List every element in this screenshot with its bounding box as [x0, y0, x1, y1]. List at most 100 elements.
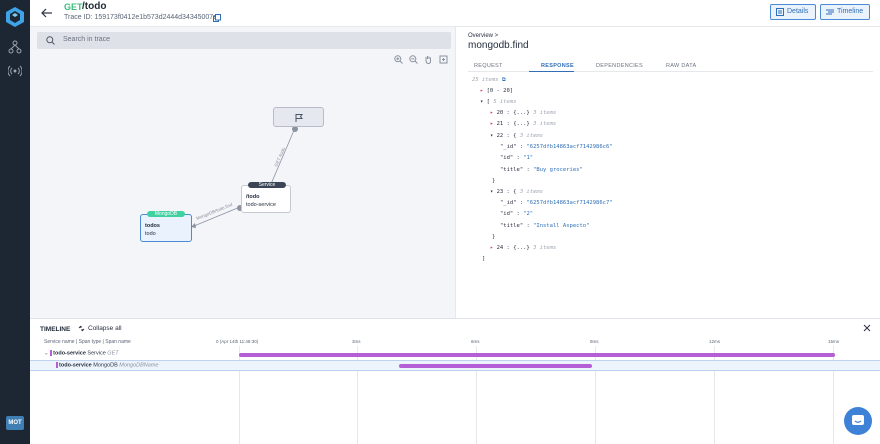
json-item-21[interactable]: ▸ 21 : {...} 3 items [490, 121, 557, 127]
json-index: 22 [496, 133, 504, 139]
chevron-down-icon[interactable]: ⌄ [44, 350, 49, 357]
span-color-marker [56, 362, 58, 368]
http-method: GET [64, 2, 83, 12]
json-item-24[interactable]: ▸ 24 : {...} 3 items [490, 245, 557, 251]
edge-label-mongo: MongoDB/todo.find [196, 202, 234, 221]
service-node-subtitle: todo-service [246, 202, 276, 208]
details-button[interactable]: Details [770, 4, 816, 20]
back-arrow-icon[interactable] [40, 6, 54, 20]
json-index: 20 [496, 110, 504, 116]
json-meta: 3 items [519, 133, 543, 139]
timeline-gridline [714, 346, 715, 444]
tab-raw-data[interactable]: RAW DATA [666, 63, 697, 69]
json-brace: } [492, 178, 496, 184]
zoom-out-icon[interactable] [409, 55, 418, 64]
timeline-gridline [476, 346, 477, 444]
pan-hand-icon[interactable] [424, 55, 433, 64]
live-flow-icon[interactable] [8, 64, 22, 78]
left-nav-rail: MOT [0, 0, 30, 444]
search-icon [46, 36, 55, 45]
json-item-23[interactable]: ▾ 23 : { 3 items [490, 189, 543, 195]
timeline-button[interactable]: Timeline [820, 4, 870, 20]
user-avatar[interactable]: MOT [6, 416, 24, 430]
json-field: "id" : "1" [500, 155, 534, 161]
mongodb-node-subtitle: todo [145, 231, 156, 237]
json-index: 21 [496, 121, 504, 127]
timeline-icon [826, 9, 834, 15]
json-range-row[interactable]: ▸ [0 - 20] [480, 88, 514, 94]
service-map-icon[interactable] [8, 40, 22, 54]
aspecto-logo-icon[interactable] [6, 7, 24, 27]
close-icon[interactable] [863, 324, 871, 332]
row-span-type: MongoDB [93, 362, 118, 369]
timeline-row-mongodb[interactable]: todo-service MongoDB MongoDBName [56, 362, 158, 368]
chat-support-button[interactable] [844, 407, 872, 435]
search-placeholder: Search in trace [63, 36, 111, 43]
json-range: [0 - 20] [486, 88, 514, 94]
json-brace: } [492, 234, 496, 240]
tab-response[interactable]: RESPONSE [541, 63, 574, 69]
json-field: "id" : "2" [500, 211, 534, 217]
timeline-tick: 0 (Apr 14th 11:48:30) [216, 339, 259, 344]
json-meta: 3 items [533, 245, 557, 251]
details-tabs: REQUEST RESPONSE DEPENDENCIES RAW DATA [468, 61, 873, 72]
span-details-panel: Overview > mongodb.find REQUEST RESPONSE… [455, 27, 880, 318]
json-collapsed: {...} [513, 110, 530, 116]
service-node[interactable]: Service /todo todo-service [241, 182, 291, 213]
json-item-22[interactable]: ▾ 22 : { 3 items [490, 133, 543, 139]
flag-icon [295, 114, 303, 122]
timeline-row-service[interactable]: ⌄ todo-service Service GET [44, 350, 119, 356]
page-title: /todo [82, 1, 107, 12]
mongodb-node-tag: MongoDB [147, 211, 185, 217]
breadcrumb[interactable]: Overview > [468, 33, 499, 39]
timeline-tick: 6ms [471, 339, 480, 344]
timeline-label: Timeline [837, 8, 864, 15]
json-array-meta: 5 items [493, 99, 517, 105]
collapse-all-label: Collapse all [88, 325, 122, 333]
json-collapsed: {...} [513, 245, 530, 251]
span-bar-service[interactable] [239, 353, 835, 357]
timeline-gridline [357, 346, 358, 444]
tab-request[interactable]: REQUEST [474, 63, 503, 69]
zoom-in-icon[interactable] [394, 55, 403, 64]
json-brace: ] [482, 256, 486, 262]
edge-service-mongo [193, 206, 241, 227]
json-item-20[interactable]: ▸ 20 : {...} 3 items [490, 110, 557, 116]
json-index: 23 [496, 189, 504, 195]
fit-view-icon[interactable] [439, 55, 448, 64]
mongodb-node-title: todos [145, 223, 160, 229]
json-copy-icon[interactable]: ⧉ [501, 77, 506, 83]
row-span-name: MongoDBName [119, 362, 159, 369]
span-title: mongodb.find [468, 40, 529, 51]
copy-icon[interactable] [213, 14, 221, 22]
search-input[interactable]: Search in trace [37, 32, 451, 49]
active-tab-indicator [529, 71, 574, 72]
graph-edges: GET /todo MongoDB/todo.find [191, 126, 298, 228]
chat-icon [852, 415, 864, 425]
timeline-panel: TIMELINE Collapse all Service name | Spa… [30, 318, 880, 444]
timeline-tick: 12ms [709, 339, 721, 344]
trace-header: GET /todo Trace ID: 159173f0412e1b573d24… [30, 0, 880, 27]
tab-dependencies[interactable]: DEPENDENCIES [596, 63, 643, 69]
timeline-gridline [833, 346, 834, 444]
root-node[interactable] [273, 107, 324, 127]
timeline-tick: 9ms [590, 339, 599, 344]
collapse-icon [78, 325, 85, 332]
span-bar-mongodb[interactable] [399, 364, 592, 368]
mongodb-node[interactable]: MongoDB todos todo [140, 211, 192, 242]
row-span-name: GET [107, 350, 119, 357]
collapse-all-button[interactable]: Collapse all [78, 325, 122, 332]
json-array-row[interactable]: ▾ [ 5 items [480, 99, 517, 105]
edge-mongo-arrow [191, 223, 196, 228]
json-index: 24 [496, 245, 504, 251]
json-meta: 3 items [519, 189, 543, 195]
span-color-marker [50, 350, 52, 356]
timeline-title: TIMELINE [40, 326, 71, 333]
service-node-title: /todo [246, 194, 260, 200]
json-field: "_id" : "6257dfb14863acf7142986c7" [500, 200, 613, 206]
timeline-gridline [239, 346, 240, 444]
details-label: Details [787, 8, 809, 15]
edge-root-service [267, 127, 296, 192]
trace-graph-panel: Search in trace GET /todo MongoDB/todo.f… [30, 27, 455, 318]
